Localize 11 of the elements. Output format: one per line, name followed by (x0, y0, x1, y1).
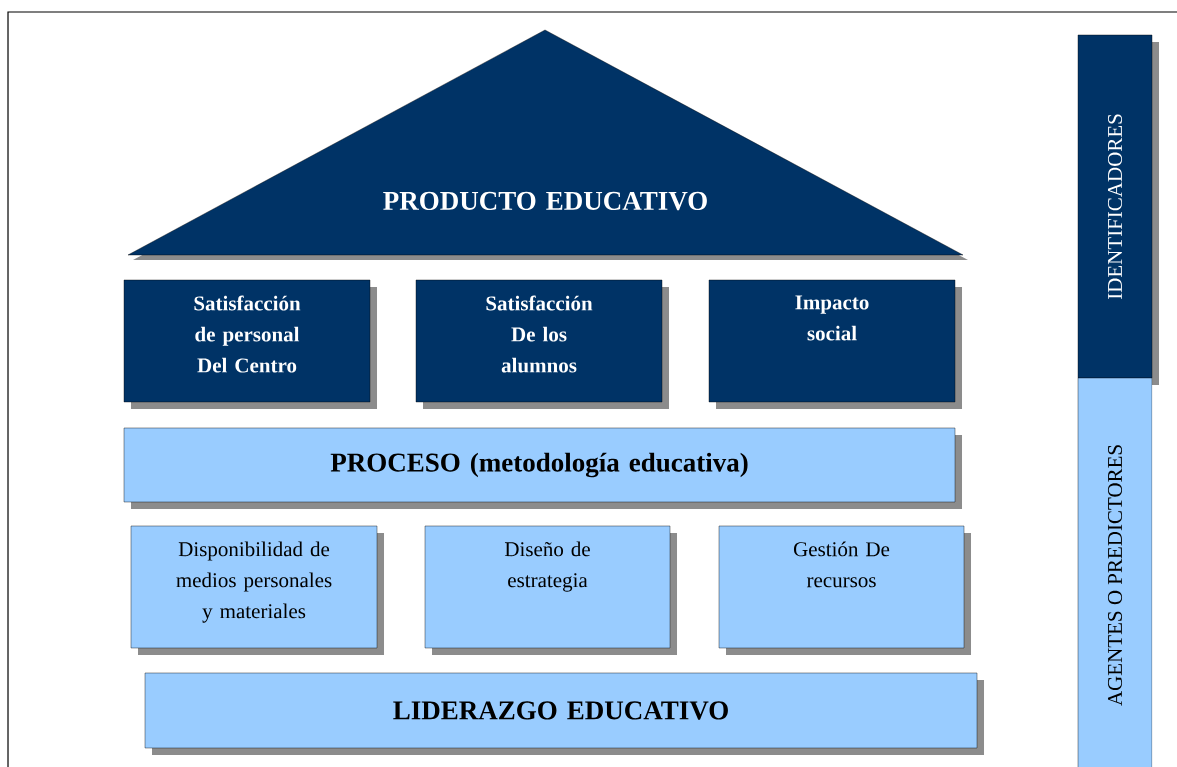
pillar-box: Satisfacción De los alumnos (415, 279, 669, 409)
pillar-box: Impacto social (708, 279, 962, 409)
side-band: AGENTES O PREDICTORES (1077, 377, 1153, 767)
side-band: IDENTIFICADORES (1077, 34, 1159, 385)
level-band: LIDERAZGO EDUCATIVO (144, 672, 984, 755)
pillar-box: Gestión De recursos (718, 525, 971, 655)
pillar-box: Satisfacción de personal Del Centro (123, 279, 377, 409)
level-band: PROCESO (metodología educativa) (123, 427, 962, 509)
pillar-box: Disponibilidad de medios personales y materiales (130, 525, 384, 655)
roof-triangle: PRODUCTO EDUCATIVO (127, 29, 968, 260)
pillar-box: Diseño de estrategia (424, 525, 677, 655)
